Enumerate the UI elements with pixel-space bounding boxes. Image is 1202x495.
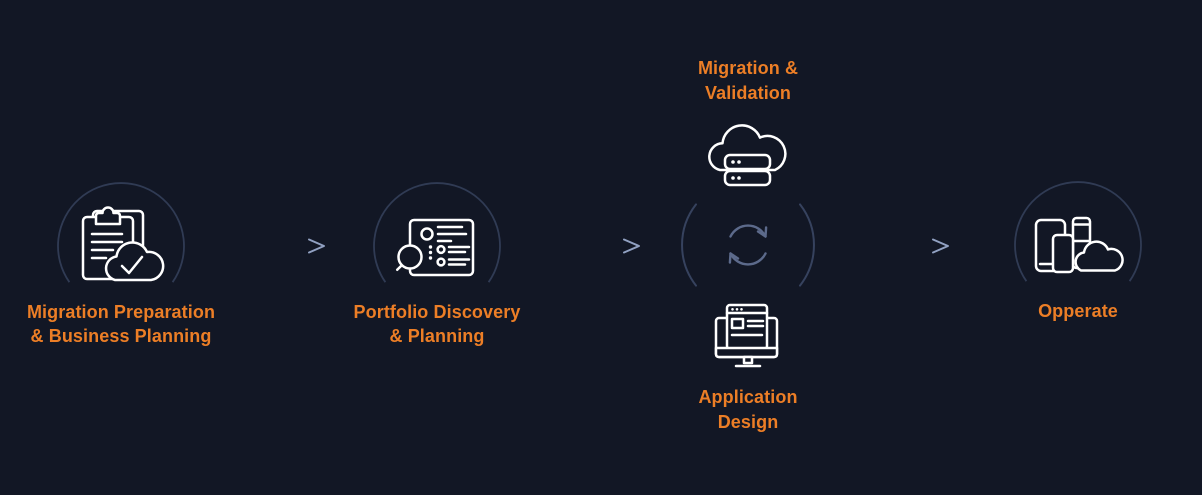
devices-cloud-icon <box>1034 216 1124 274</box>
stage-label: Application Design <box>698 387 798 432</box>
stage-label: Opperate <box>1038 301 1118 321</box>
stage-label: Migration Preparation & Business Plannin… <box>26 302 216 346</box>
cycle-arc <box>681 203 815 287</box>
stage-circle <box>1014 181 1142 282</box>
flow-arrow-icon <box>860 238 949 254</box>
stage-circle <box>373 182 501 283</box>
stage-circle <box>57 182 185 283</box>
flow-arrow-icon <box>551 238 640 254</box>
stage-label: Migration & Validation <box>697 58 799 103</box>
flow-arrow-icon <box>236 238 325 254</box>
monitor-browser-icon <box>714 303 779 368</box>
cloud-servers-icon <box>708 124 787 187</box>
stage-label: Portfolio Discovery & Planning <box>353 302 521 346</box>
sync-arrows-icon <box>728 224 768 266</box>
clipboard-checklist-cloud-icon <box>81 206 165 282</box>
document-search-icon <box>395 218 475 277</box>
